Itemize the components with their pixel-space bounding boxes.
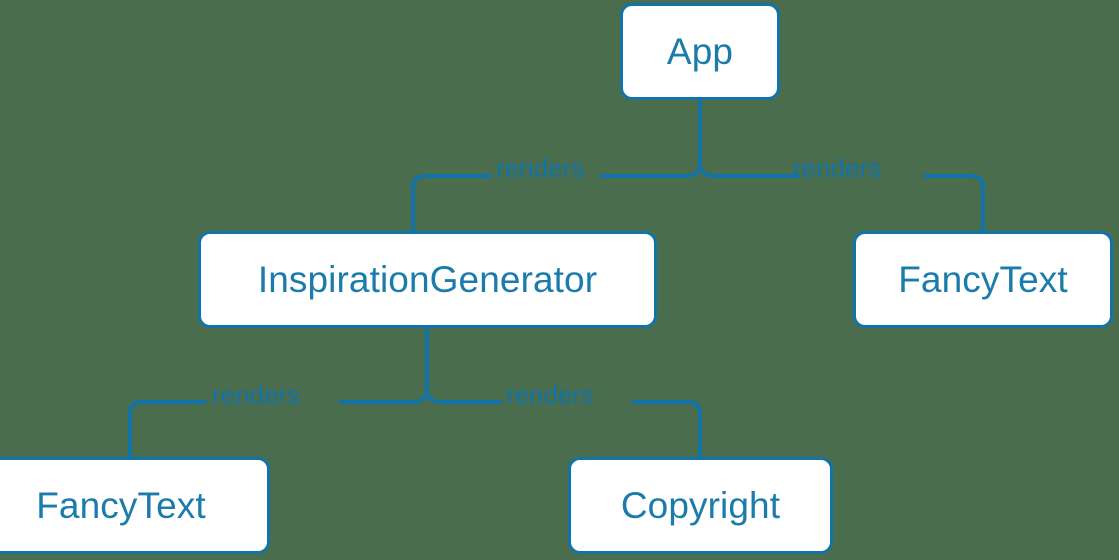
edge-inspgen-to-copyright bbox=[632, 400, 702, 459]
node-fancytext-right[interactable]: FancyText bbox=[853, 231, 1113, 328]
edge-inspgen-to-fancytext-left bbox=[128, 400, 207, 459]
edge-app-to-fancytext-right bbox=[923, 174, 985, 233]
node-fancytext-left-label: FancyText bbox=[36, 485, 206, 526]
edge-inspgen-shoulder-right bbox=[425, 392, 502, 404]
node-fancytext-right-label: FancyText bbox=[898, 259, 1068, 300]
edge-app-to-inspgen bbox=[411, 174, 492, 233]
node-fancytext-left[interactable]: FancyText bbox=[0, 457, 270, 554]
edge-app-shoulder-right bbox=[698, 166, 800, 178]
node-app-label: App bbox=[666, 31, 734, 72]
node-copyright[interactable]: Copyright bbox=[568, 457, 833, 554]
edge-label-app-to-fancytext-right: renders bbox=[793, 153, 882, 183]
edge-inspgen-shoulder-left bbox=[339, 392, 429, 404]
edge-app-shoulder-left bbox=[600, 166, 702, 178]
edge-label-inspirationgenerator-to-fancytext-left: renders bbox=[212, 380, 301, 410]
node-inspirationgenerator-label: InspirationGenerator bbox=[257, 259, 598, 300]
node-copyright-label: Copyright bbox=[620, 485, 781, 526]
node-app[interactable]: App bbox=[620, 3, 780, 100]
edge-label-app-to-inspirationgenerator: renders bbox=[496, 153, 585, 183]
node-inspirationgenerator[interactable]: InspirationGenerator bbox=[198, 231, 657, 328]
edge-label-inspirationgenerator-to-copyright: renders bbox=[506, 380, 595, 410]
